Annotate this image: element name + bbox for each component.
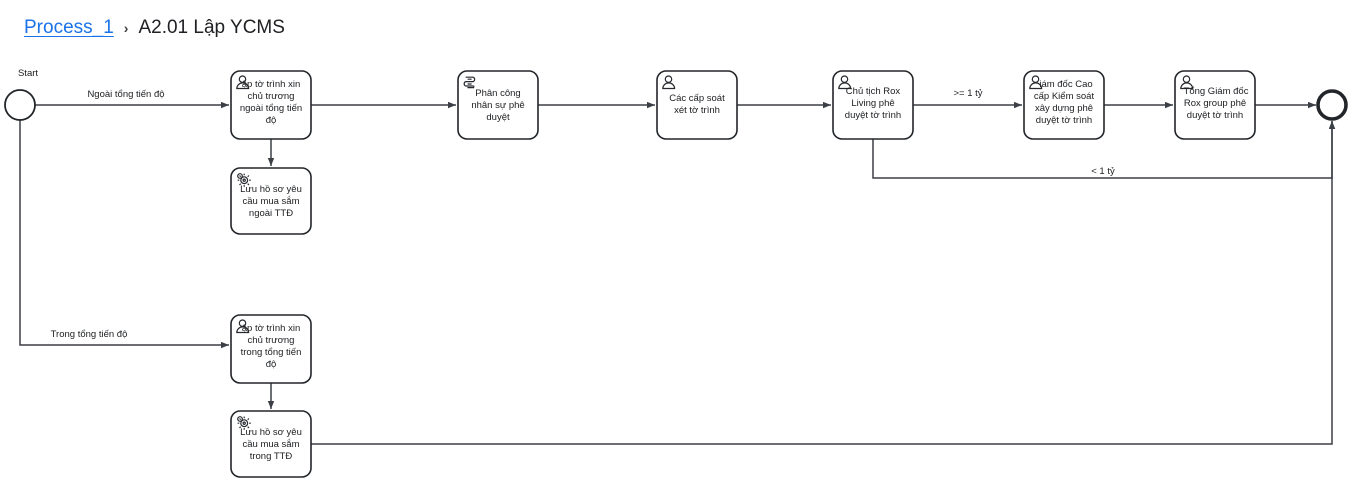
user-icon bbox=[236, 75, 250, 90]
breadcrumb-separator-icon: › bbox=[123, 19, 129, 36]
task-rect[interactable] bbox=[832, 70, 914, 140]
flow-label-ngoai-tong-tien-do: Ngoài tổng tiến độ bbox=[87, 89, 164, 100]
breadcrumb-link-process[interactable]: Process_1 bbox=[24, 17, 114, 38]
task-label-line-2: xét tờ trình bbox=[674, 105, 720, 116]
user-icon bbox=[236, 319, 250, 334]
user-icon bbox=[1180, 75, 1194, 90]
gear-icon bbox=[237, 416, 251, 430]
task-phan-cong-nhan-su[interactable]: Phân công nhân sự phê duyệt bbox=[457, 70, 539, 140]
task-label-line-1: iám đốc Cao bbox=[1039, 79, 1092, 90]
user-icon bbox=[838, 75, 852, 90]
task-label-line-1: Tổng Giám đốc bbox=[1184, 86, 1249, 97]
task-label-line-3: ngoài tổng tiến bbox=[240, 103, 302, 114]
task-rect[interactable] bbox=[1174, 70, 1256, 140]
task-label-line-3: xây dựng phê bbox=[1035, 103, 1093, 114]
task-rect[interactable] bbox=[230, 410, 312, 478]
task-rect[interactable] bbox=[230, 70, 312, 140]
start-event-circle[interactable] bbox=[4, 89, 36, 121]
task-label-line-3: duyệt tờ trình bbox=[1187, 110, 1243, 121]
sequence-flows bbox=[19, 101, 1336, 445]
task-luu-ho-so-trong[interactable]: Lưu hồ sơ yêu cầu mua sắm trong TTĐ bbox=[230, 410, 312, 478]
task-label-line-2: Rox group phê bbox=[1184, 98, 1246, 109]
task-label-line-1: Lưu hồ sơ yêu bbox=[240, 184, 302, 195]
task-label-line-2: nhân sự phê bbox=[471, 100, 524, 111]
flow-start-to-lap-trong[interactable] bbox=[19, 120, 229, 349]
task-label-line-1: Lưu hồ sơ yêu bbox=[240, 427, 302, 438]
task-label-line-2: cấp Kiểm soát bbox=[1034, 91, 1095, 102]
task-rect[interactable] bbox=[1023, 70, 1105, 140]
flow-labels: Ngoài tổng tiến độ Trong tổng tiến độ >=… bbox=[51, 88, 1115, 340]
task-giam-doc-cao-cap[interactable]: iám đốc Cao cấp Kiểm soát xây dựng phê d… bbox=[1023, 70, 1105, 140]
flow-label-lt-1-ty: < 1 tỷ bbox=[1091, 166, 1115, 177]
process-diagram[interactable]: Start ập tờ trình xin chủ trương ngoài t… bbox=[0, 52, 1362, 490]
task-rect[interactable] bbox=[656, 70, 738, 140]
task-label-line-3: ngoài TTĐ bbox=[249, 208, 293, 219]
task-label-line-4: độ bbox=[266, 359, 277, 370]
task-rect[interactable] bbox=[230, 314, 312, 384]
task-tong-giam-doc-rox-group[interactable]: Tổng Giám đốc Rox group phê duyệt tờ trì… bbox=[1174, 70, 1256, 140]
task-rect[interactable] bbox=[230, 167, 312, 235]
end-event[interactable] bbox=[1316, 89, 1348, 121]
task-lap-to-trinh-trong[interactable]: ập tờ trình xin chủ trương trong tổng ti… bbox=[230, 314, 312, 384]
bpmn-canvas[interactable]: Start ập tờ trình xin chủ trương ngoài t… bbox=[0, 52, 1362, 490]
task-label-line-2: Living phê bbox=[851, 98, 894, 109]
user-icon bbox=[1029, 75, 1043, 90]
user-icon bbox=[662, 75, 676, 90]
task-lap-to-trinh-ngoai[interactable]: ập tờ trình xin chủ trương ngoài tổng ti… bbox=[230, 70, 312, 140]
task-label-line-1: Phân công bbox=[475, 88, 520, 99]
flow-label-trong-tong-tien-do: Trong tổng tiến độ bbox=[51, 329, 128, 340]
start-event-label: Start bbox=[18, 68, 38, 79]
end-event-circle[interactable] bbox=[1316, 89, 1348, 121]
start-event[interactable]: Start bbox=[4, 68, 38, 121]
task-label-line-3: trong TTĐ bbox=[250, 451, 293, 462]
task-label-line-2: cầu mua sắm bbox=[242, 196, 299, 207]
task-label-line-1: Các cấp soát bbox=[669, 93, 725, 104]
task-label-line-2: chủ trương bbox=[248, 91, 295, 102]
task-label-line-3: trong tổng tiến bbox=[241, 347, 302, 358]
flow-label-gte-1-ty: >= 1 tỷ bbox=[953, 88, 982, 99]
task-label-line-4: duyệt tờ trình bbox=[1036, 115, 1092, 126]
task-label-line-3: duyệt bbox=[486, 112, 510, 123]
task-label-line-1: ập tờ trình xin bbox=[242, 323, 301, 334]
task-label-line-2: chủ trương bbox=[248, 335, 295, 346]
task-label-line-4: độ bbox=[266, 115, 277, 126]
task-luu-ho-so-ngoai[interactable]: Lưu hồ sơ yêu cầu mua sắm ngoài TTĐ bbox=[230, 167, 312, 235]
gear-icon bbox=[237, 173, 251, 187]
flow-luu-trong-to-end[interactable] bbox=[311, 121, 1336, 445]
script-icon bbox=[463, 76, 476, 89]
task-label-line-1: ập tờ trình xin bbox=[242, 79, 301, 90]
breadcrumb: Process_1 › A2.01 Lập YCMS bbox=[24, 18, 285, 37]
task-chu-tich-rox-living[interactable]: Chủ tịch Rox Living phê duyệt tờ trình bbox=[832, 70, 914, 140]
page-title: A2.01 Lập YCMS bbox=[138, 17, 285, 38]
task-label-line-2: cầu mua sắm bbox=[242, 439, 299, 450]
task-label-line-3: duyệt tờ trình bbox=[845, 110, 901, 121]
task-label-line-1: Chủ tịch Rox bbox=[846, 86, 901, 97]
task-cac-cap-soat-xet[interactable]: Các cấp soát xét tờ trình bbox=[656, 70, 738, 140]
task-rect[interactable] bbox=[457, 70, 539, 140]
